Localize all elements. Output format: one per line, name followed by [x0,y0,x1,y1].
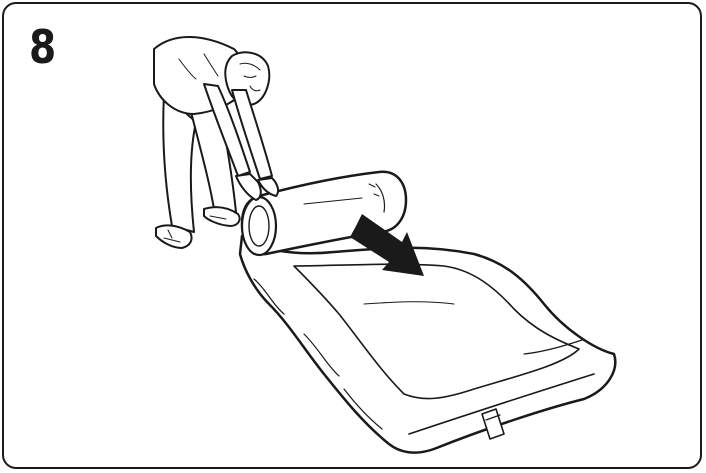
instruction-panel: 8 [2,2,702,469]
bag-icon [240,236,615,453]
illustration [4,4,702,469]
